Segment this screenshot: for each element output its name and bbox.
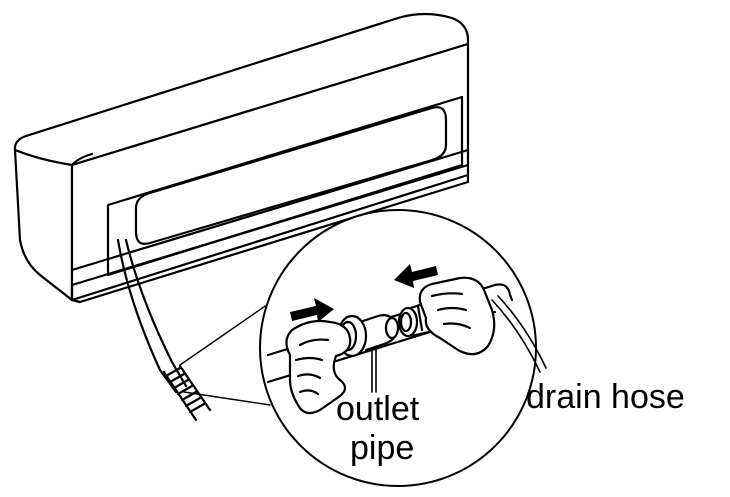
hose-from-unit — [116, 238, 212, 422]
ac-indoor-unit — [13, 12, 470, 304]
left-hand — [285, 319, 352, 415]
right-hand — [418, 276, 496, 356]
label-pipe: pipe — [350, 429, 414, 467]
push-arrow-left-hand — [290, 298, 334, 322]
zoom-detail — [266, 276, 547, 415]
label-drain-hose: drain hose — [526, 378, 685, 416]
label-outlet: outlet — [336, 390, 420, 428]
outlet-pipe — [336, 314, 400, 393]
pull-arrow-right-hand — [394, 264, 438, 288]
